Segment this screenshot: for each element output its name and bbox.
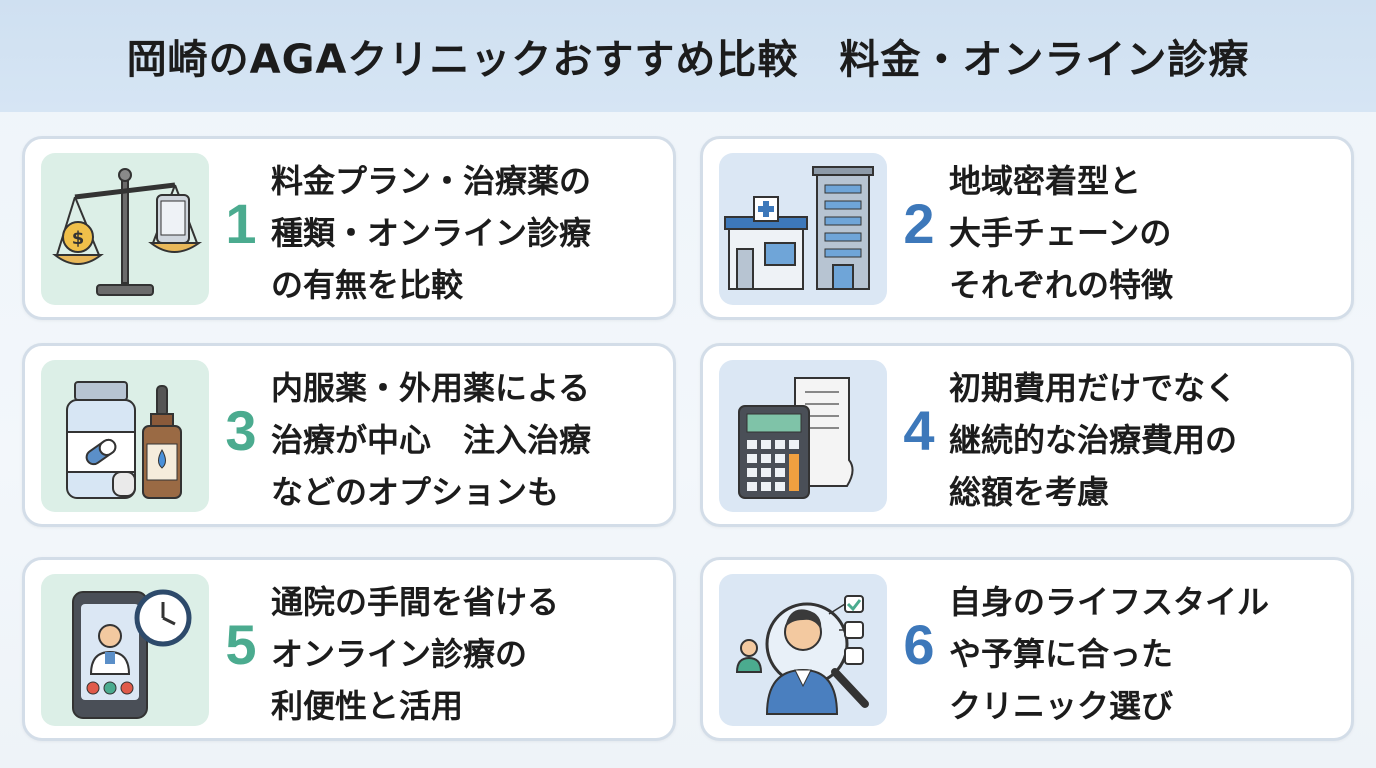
card-text: 自身のライフスタイル や予算に合った クリニック選び xyxy=(949,576,1341,732)
card-line: 地域密着型と xyxy=(949,162,1142,200)
clinic-building-icon xyxy=(724,166,874,290)
card-number: 5 xyxy=(225,613,257,676)
card-line: 種類・オンライン診療 xyxy=(271,214,592,252)
card-2: 2 地域密着型と 大手チェーンの それぞれの特徴 xyxy=(700,136,1354,320)
card-line: 利便性と活用 xyxy=(271,687,464,725)
icon-panel xyxy=(719,153,887,305)
icon-panel xyxy=(41,574,209,726)
card-number: 1 xyxy=(225,192,257,255)
card-line: 初期費用だけでなく xyxy=(949,369,1238,407)
card-text: 通院の手間を省ける オンライン診療の 利便性と活用 xyxy=(271,576,663,732)
card-line: などのオプションも xyxy=(271,473,560,511)
icon-panel: $ xyxy=(41,153,209,305)
card-line: 通院の手間を省ける xyxy=(271,583,560,621)
card-line: の有無を比較 xyxy=(271,266,464,304)
card-6: 6 自身のライフスタイル や予算に合った クリニック選び xyxy=(700,557,1354,741)
card-3: 3 内服薬・外用薬による 治療が中心 注入治療 などのオプションも xyxy=(22,343,676,527)
card-line: 治療が中心 注入治療 xyxy=(271,421,592,459)
card-number: 2 xyxy=(903,192,935,255)
icon-panel xyxy=(719,574,887,726)
icon-panel xyxy=(41,360,209,512)
person-search-icon xyxy=(735,595,869,715)
card-5: 5 通院の手間を省ける オンライン診療の 利便性と活用 xyxy=(22,557,676,741)
card-line: 内服薬・外用薬による xyxy=(271,369,591,407)
card-4: 4 初期費用だけでなく 継続的な治療費用の 総額を考慮 xyxy=(700,343,1354,527)
card-line: 大手チェーンの xyxy=(949,214,1172,252)
svg-text:$: $ xyxy=(72,228,85,249)
calculator-receipt-icon xyxy=(738,377,854,499)
card-line: 継続的な治療費用の xyxy=(949,421,1238,459)
card-number: 6 xyxy=(903,613,935,676)
card-1: $ 1 料金プラン・治療薬の 種類・オンライン診療 の有無を比較 xyxy=(22,136,676,320)
card-line: 総額を考慮 xyxy=(949,473,1110,511)
card-text: 内服薬・外用薬による 治療が中心 注入治療 などのオプションも xyxy=(271,362,663,518)
card-line: オンライン診療の xyxy=(271,635,528,673)
medicine-bottles-icon xyxy=(66,381,182,499)
card-line: それぞれの特徴 xyxy=(949,266,1174,304)
card-line: 自身のライフスタイル xyxy=(949,583,1270,621)
telemedicine-phone-icon xyxy=(72,589,192,719)
header-banner: 岡崎のAGAクリニックおすすめ比較 料金・オンライン診療 xyxy=(0,0,1376,112)
card-number: 3 xyxy=(225,399,257,462)
card-number: 4 xyxy=(903,399,935,462)
card-line: クリニック選び xyxy=(949,687,1174,725)
icon-panel xyxy=(719,360,887,512)
card-text: 地域密着型と 大手チェーンの それぞれの特徴 xyxy=(949,155,1341,311)
page-title: 岡崎のAGAクリニックおすすめ比較 料金・オンライン診療 xyxy=(126,37,1250,83)
card-text: 初期費用だけでなく 継続的な治療費用の 総額を考慮 xyxy=(949,362,1341,518)
balance-scale-icon: $ xyxy=(52,168,203,296)
card-line: 料金プラン・治療薬の xyxy=(271,162,592,200)
card-line: や予算に合った xyxy=(949,635,1174,673)
card-text: 料金プラン・治療薬の 種類・オンライン診療 の有無を比較 xyxy=(271,155,663,311)
